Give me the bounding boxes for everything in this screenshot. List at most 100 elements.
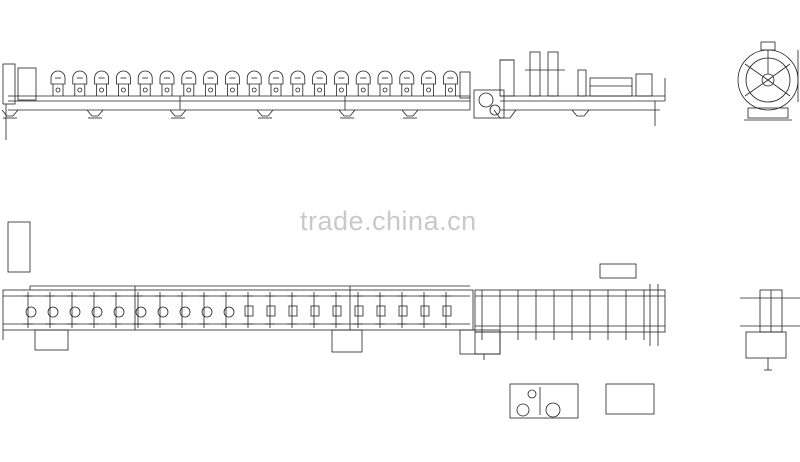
roller (354, 305, 364, 317)
stand-dome (377, 70, 393, 85)
stand-dome (421, 70, 436, 85)
roll-stand-9 (246, 70, 262, 96)
stand-shaft (77, 87, 83, 93)
roller (288, 305, 298, 317)
roller (310, 305, 320, 317)
plan-stand-7 (177, 292, 191, 328)
plan-stand-15 (353, 292, 364, 328)
roll-stand-14 (355, 70, 371, 96)
stand-shaft (447, 87, 453, 93)
shear-table (589, 77, 633, 97)
roll-stand-5 (159, 70, 175, 96)
stand-dome (72, 70, 88, 85)
stand-shaft (229, 87, 235, 93)
roller (69, 306, 81, 318)
stand-shaft (142, 87, 148, 93)
roll-stand-17 (421, 70, 436, 96)
stand-shaft (317, 87, 323, 93)
stand-shaft (55, 87, 61, 93)
support-leg-2 (169, 109, 187, 117)
stand-dome (334, 70, 349, 85)
stand-shaft (208, 87, 214, 93)
plan-stand-18 (419, 292, 430, 328)
plan-view (2, 221, 666, 360)
roll-stand-16 (399, 70, 415, 96)
press-column (529, 51, 541, 97)
roller (179, 306, 191, 318)
plan-stand-6 (155, 292, 169, 328)
plan-stand-10 (243, 292, 254, 328)
entry-guide (2, 63, 16, 105)
panel-dial (545, 402, 561, 418)
roll-stand-2 (94, 70, 109, 96)
detail-blocks (509, 383, 655, 419)
roll-stand-13 (334, 70, 349, 96)
stand-shaft (360, 87, 366, 93)
stand-dome (290, 70, 306, 85)
top-plate (760, 41, 776, 51)
panel-dial (516, 403, 530, 417)
plan-stand-5 (133, 292, 147, 328)
roller (223, 306, 235, 318)
run-out (635, 73, 653, 97)
plan-stand-2 (67, 292, 81, 328)
stand-shaft (164, 87, 170, 93)
stand-dome (50, 70, 66, 85)
roller (47, 306, 59, 318)
roller (135, 306, 147, 318)
stand-dome (137, 70, 153, 85)
roller (157, 306, 169, 318)
stand-dome (203, 70, 218, 85)
panel-dial (527, 389, 537, 399)
base (745, 331, 787, 359)
roller (442, 305, 452, 317)
stand-dome (94, 70, 109, 85)
stand-shaft (99, 87, 104, 93)
plan-stand-8 (199, 292, 213, 328)
gear (478, 92, 494, 108)
plan-stand-0 (23, 292, 37, 328)
stand-dome (246, 70, 262, 85)
guide (577, 69, 587, 97)
roller (201, 306, 213, 318)
plan-stand-16 (375, 292, 386, 328)
press-column (547, 51, 559, 97)
punch-unit (499, 59, 515, 97)
foot-plate (34, 329, 69, 351)
support-leg-5 (401, 109, 419, 117)
roll-stand-15 (377, 70, 393, 96)
roller (266, 305, 276, 317)
control-panel (509, 383, 579, 419)
roll-stand-12 (312, 70, 327, 96)
roller (420, 305, 430, 317)
blank-box (605, 383, 655, 415)
stand-dome (443, 70, 458, 85)
stand-shaft (186, 87, 192, 93)
roller (91, 306, 103, 318)
stand-shaft (295, 87, 301, 93)
support-leg-0 (1, 109, 19, 117)
plan-stand-4 (111, 292, 125, 328)
stand-dome (355, 70, 371, 85)
roller (25, 306, 37, 318)
plan-stand-19 (441, 292, 452, 328)
plan-stand-1 (45, 292, 59, 328)
arm (744, 79, 791, 97)
uncoiler-front-view (737, 41, 799, 121)
stand-dome (268, 70, 284, 85)
roller (398, 305, 408, 317)
support-leg-4 (338, 109, 356, 117)
gear (489, 104, 501, 116)
plan-right-frame (474, 289, 666, 333)
roller (332, 305, 342, 317)
plan-stand-13 (309, 292, 320, 328)
stand-dome (399, 70, 415, 85)
plan-stand-12 (287, 292, 298, 328)
foot (571, 109, 590, 117)
roll-stand-18 (443, 70, 458, 96)
roll-stand-7 (203, 70, 218, 96)
foot-plate (331, 329, 363, 353)
foot (493, 109, 517, 119)
roll-stand-0 (50, 70, 66, 96)
